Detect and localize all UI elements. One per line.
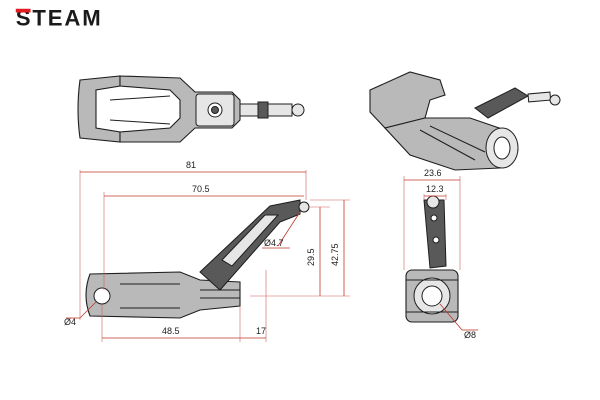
dim-pivot-hole: Ø4 — [64, 317, 76, 327]
side-view-dimensions: 23.6 12.3 Ø8 — [403, 168, 478, 340]
side-view-arm-hole-2 — [432, 236, 440, 244]
front-view-ball — [298, 201, 310, 213]
dim-base-length: 48.5 — [162, 326, 180, 336]
front-view-dimensions: 81 70.5 Ø4.7 29.5 42.75 Ø4 — [64, 160, 350, 342]
side-view-bearing — [421, 285, 443, 307]
dim-arm-thickness: 12.3 — [426, 184, 444, 194]
side-view-arm-top — [426, 195, 440, 209]
iso-yoke — [369, 71, 446, 129]
dim-total-width: 81 — [186, 160, 196, 170]
front-view — [85, 199, 310, 319]
iso-arm — [474, 87, 529, 119]
dim-arm-width: 70.5 — [192, 184, 210, 194]
top-view-collar — [257, 101, 269, 119]
isometric-view — [369, 71, 561, 171]
dim-end-offset: 17 — [256, 326, 266, 336]
top-view-hub-bolt — [211, 106, 219, 114]
dim-arm-height: 29.5 — [306, 248, 316, 266]
front-view-arm-slot — [221, 214, 280, 267]
top-view-ball — [291, 103, 305, 117]
side-view-arm-hole-1 — [430, 214, 438, 222]
iso-shaft — [527, 91, 552, 103]
side-view — [405, 195, 459, 323]
dim-side-width: 23.6 — [424, 168, 442, 178]
brand-accent-bar — [15, 8, 31, 13]
dim-bearing-diameter: Ø8 — [464, 330, 476, 340]
dim-ball-diameter: Ø4.7 — [264, 238, 284, 248]
top-view — [77, 75, 305, 143]
top-view-yoke — [77, 75, 121, 143]
iso-ball — [549, 94, 561, 106]
front-view-pivot-hole — [93, 287, 111, 305]
iso-bearing — [493, 136, 511, 160]
dim-total-height: 42.75 — [330, 243, 340, 266]
side-view-arm — [423, 199, 447, 269]
steam-logo: STEAM — [15, 6, 101, 30]
